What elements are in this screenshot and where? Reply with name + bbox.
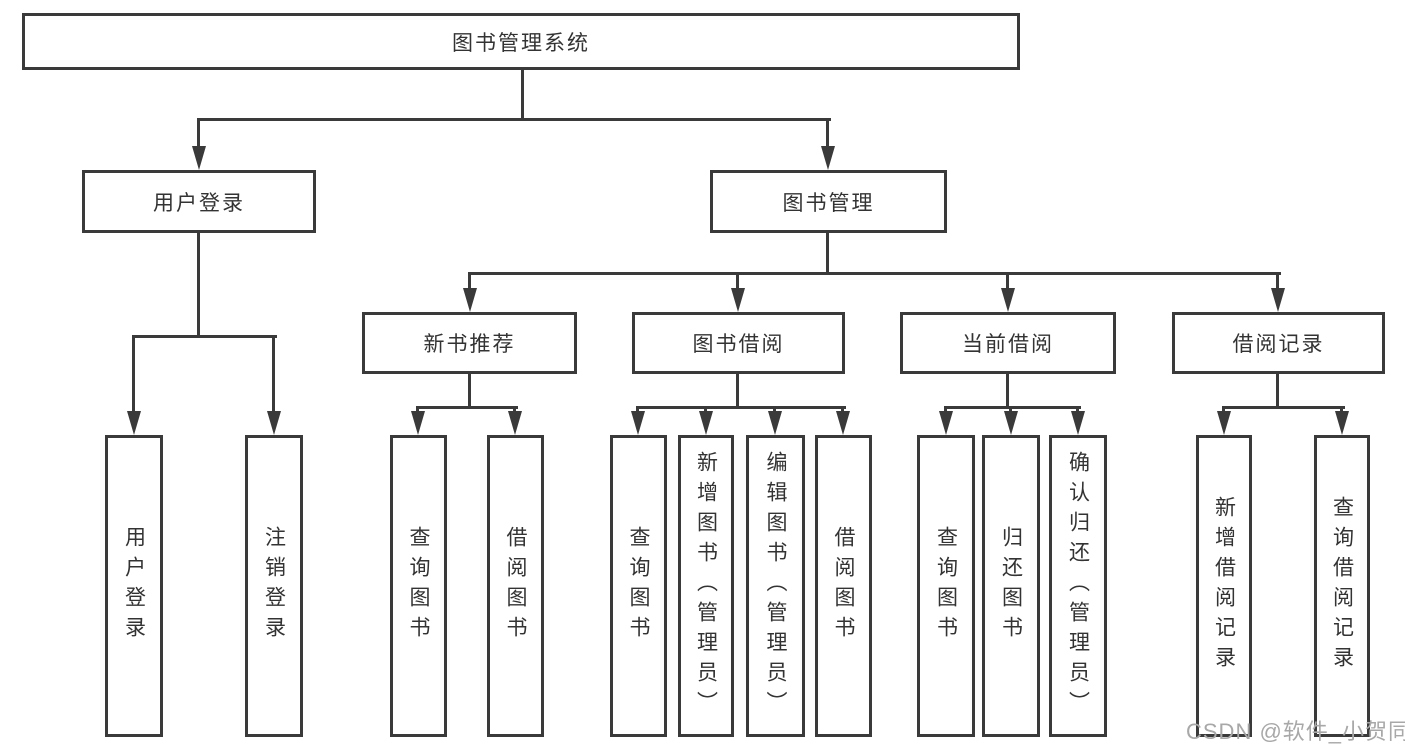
arrow-down-icon xyxy=(821,146,835,170)
connector-line xyxy=(1006,374,1009,409)
leaf-query-books-current: 查询图书 xyxy=(917,435,975,737)
connector-line xyxy=(826,118,829,150)
connector-line xyxy=(513,406,516,415)
arrow-down-icon xyxy=(1004,411,1018,435)
leaf-add-borrow-record: 新增借阅记录 xyxy=(1196,435,1252,737)
arrow-down-icon xyxy=(1001,288,1015,312)
connector-line xyxy=(197,118,831,121)
node-label: 确认归还（管理员） xyxy=(1066,451,1090,721)
connector-line xyxy=(841,406,844,415)
node-label: 查询图书 xyxy=(407,526,430,646)
arrow-down-icon xyxy=(192,146,206,170)
node-book-management: 图书管理 xyxy=(710,170,947,233)
connector-line xyxy=(272,335,275,415)
leaf-borrow-books: 借阅图书 xyxy=(815,435,872,737)
connector-line xyxy=(636,406,639,415)
node-label: 借阅记录 xyxy=(1232,333,1325,356)
leaf-query-borrow-record: 查询借阅记录 xyxy=(1314,435,1370,737)
leaf-add-books-admin: 新增图书（管理员） xyxy=(678,435,734,737)
connector-line xyxy=(736,374,739,409)
leaf-borrow-books-recommend: 借阅图书 xyxy=(487,435,544,737)
node-new-book-recommend: 新书推荐 xyxy=(362,312,577,374)
node-label: 查询借阅记录 xyxy=(1330,496,1354,676)
node-label: 借阅图书 xyxy=(504,526,527,646)
arrow-down-icon xyxy=(699,411,713,435)
arrow-down-icon xyxy=(127,411,141,435)
arrow-down-icon xyxy=(508,411,522,435)
connector-line xyxy=(944,406,1081,409)
arrow-down-icon xyxy=(836,411,850,435)
connector-line xyxy=(736,272,739,292)
node-label: 用户登录 xyxy=(153,191,245,215)
node-book-borrow: 图书借阅 xyxy=(632,312,845,374)
node-label: 当前借阅 xyxy=(962,333,1054,356)
node-label: 图书借阅 xyxy=(692,333,785,356)
root-node-library-system: 图书管理系统 xyxy=(22,13,1020,70)
node-label: 图书管理系统 xyxy=(452,31,590,55)
connector-line xyxy=(521,68,524,118)
node-label: 新增图书（管理员） xyxy=(694,451,718,721)
leaf-query-books-borrow: 查询图书 xyxy=(610,435,667,737)
node-label: 编辑图书（管理员） xyxy=(764,451,787,721)
leaf-logout: 注销登录 xyxy=(245,435,303,737)
connector-line xyxy=(468,272,1281,275)
connector-line xyxy=(944,406,947,415)
connector-line xyxy=(468,374,471,409)
node-borrow-records: 借阅记录 xyxy=(1172,312,1385,374)
arrow-down-icon xyxy=(939,411,953,435)
leaf-query-books-recommend: 查询图书 xyxy=(390,435,447,737)
leaf-edit-books-admin: 编辑图书（管理员） xyxy=(746,435,805,737)
arrow-down-icon xyxy=(631,411,645,435)
node-label: 借阅图书 xyxy=(832,526,855,646)
arrow-down-icon xyxy=(768,411,782,435)
connector-line xyxy=(1006,272,1009,292)
connector-line xyxy=(1076,406,1079,415)
arrow-down-icon xyxy=(267,411,281,435)
arrow-down-icon xyxy=(411,411,425,435)
connector-line xyxy=(416,406,419,415)
arrow-down-icon xyxy=(731,288,745,312)
node-label: 图书管理 xyxy=(782,191,875,215)
leaf-user-login: 用户登录 xyxy=(105,435,163,737)
connector-line xyxy=(132,335,135,415)
node-label: 新书推荐 xyxy=(423,333,516,356)
arrow-down-icon xyxy=(1335,411,1349,435)
node-label: 新增借阅记录 xyxy=(1212,496,1236,676)
connector-line xyxy=(197,233,200,338)
node-label: 用户登录 xyxy=(122,526,146,646)
connector-line xyxy=(1222,406,1225,415)
connector-line xyxy=(1340,406,1343,415)
connector-line xyxy=(826,233,829,275)
arrow-down-icon xyxy=(1071,411,1085,435)
connector-line xyxy=(773,406,776,415)
arrow-down-icon xyxy=(463,288,477,312)
leaf-return-books: 归还图书 xyxy=(982,435,1040,737)
leaf-confirm-return-admin: 确认归还（管理员） xyxy=(1049,435,1107,737)
connector-line xyxy=(468,272,471,292)
connector-line xyxy=(704,406,707,415)
connector-line xyxy=(1222,406,1345,409)
node-user-login: 用户登录 xyxy=(82,170,316,233)
connector-line xyxy=(416,406,518,409)
node-current-borrow: 当前借阅 xyxy=(900,312,1116,374)
connector-line xyxy=(132,335,277,338)
node-label: 查询图书 xyxy=(934,526,958,646)
connector-line xyxy=(636,406,846,409)
node-label: 归还图书 xyxy=(999,526,1023,646)
connector-line xyxy=(1276,374,1279,409)
connector-line xyxy=(197,118,200,150)
csdn-watermark: CSDN @软件_小贺同学 xyxy=(1186,719,1405,744)
arrow-down-icon xyxy=(1271,288,1285,312)
node-label: 注销登录 xyxy=(262,526,286,646)
connector-line xyxy=(1276,272,1279,292)
connector-line xyxy=(1009,406,1012,415)
node-label: 查询图书 xyxy=(627,526,650,646)
arrow-down-icon xyxy=(1217,411,1231,435)
